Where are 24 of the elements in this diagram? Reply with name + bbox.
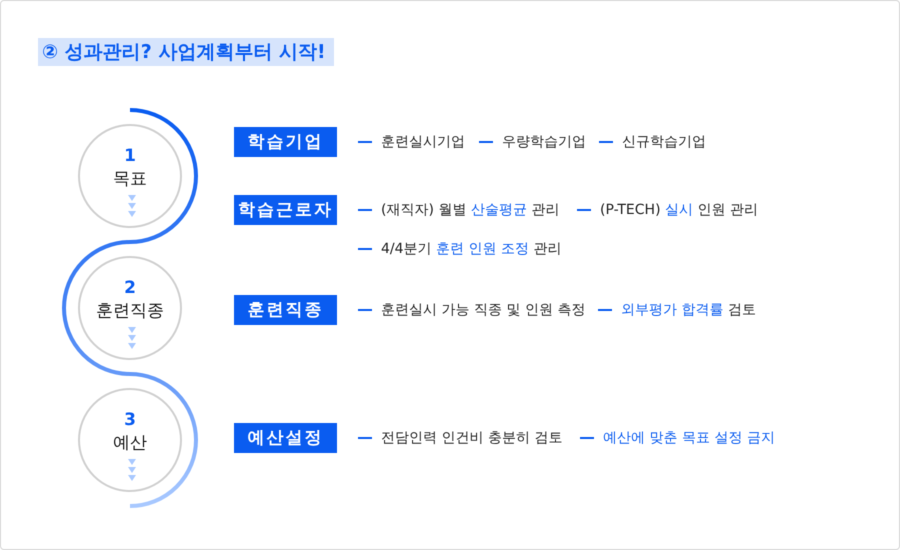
step-number: 2 (123, 278, 137, 298)
step-label: 목표 (112, 168, 148, 190)
step-number: 1 (123, 146, 137, 166)
step-circle (78, 388, 182, 492)
step-circle (78, 256, 182, 360)
list-item: 예산에 맞춘 목표 설정 금지 (603, 429, 775, 447)
list-item: (P-TECH) 실시 인원 관리 (600, 201, 758, 219)
title: ② 성과관리? 사업계획부터 시작! (38, 38, 334, 66)
step-circle (78, 124, 182, 228)
list-item: 신규학습기업 (622, 133, 706, 151)
list-item: 우량학습기업 (502, 133, 586, 151)
category-label: 예산설정 (234, 423, 337, 453)
category-label: 학습근로자 (234, 195, 337, 225)
list-item: 훈련실시기업 (381, 133, 465, 151)
list-item: 전담인력 인건비 충분히 검토 (381, 429, 562, 447)
list-item: 외부평가 합격률 검토 (621, 301, 756, 319)
list-item: 훈련실시 가능 직종 및 인원 측정 (381, 301, 586, 319)
list-item: 4/4분기 훈련 인원 조정 관리 (381, 240, 562, 258)
step-label: 훈련직종 (95, 300, 165, 322)
category-label: 훈련직종 (234, 295, 337, 325)
step-number: 3 (123, 410, 137, 430)
list-item: (재직자) 월별 산술평균 관리 (381, 201, 560, 219)
category-label: 학습기업 (234, 127, 337, 157)
step-label: 예산 (112, 432, 148, 454)
